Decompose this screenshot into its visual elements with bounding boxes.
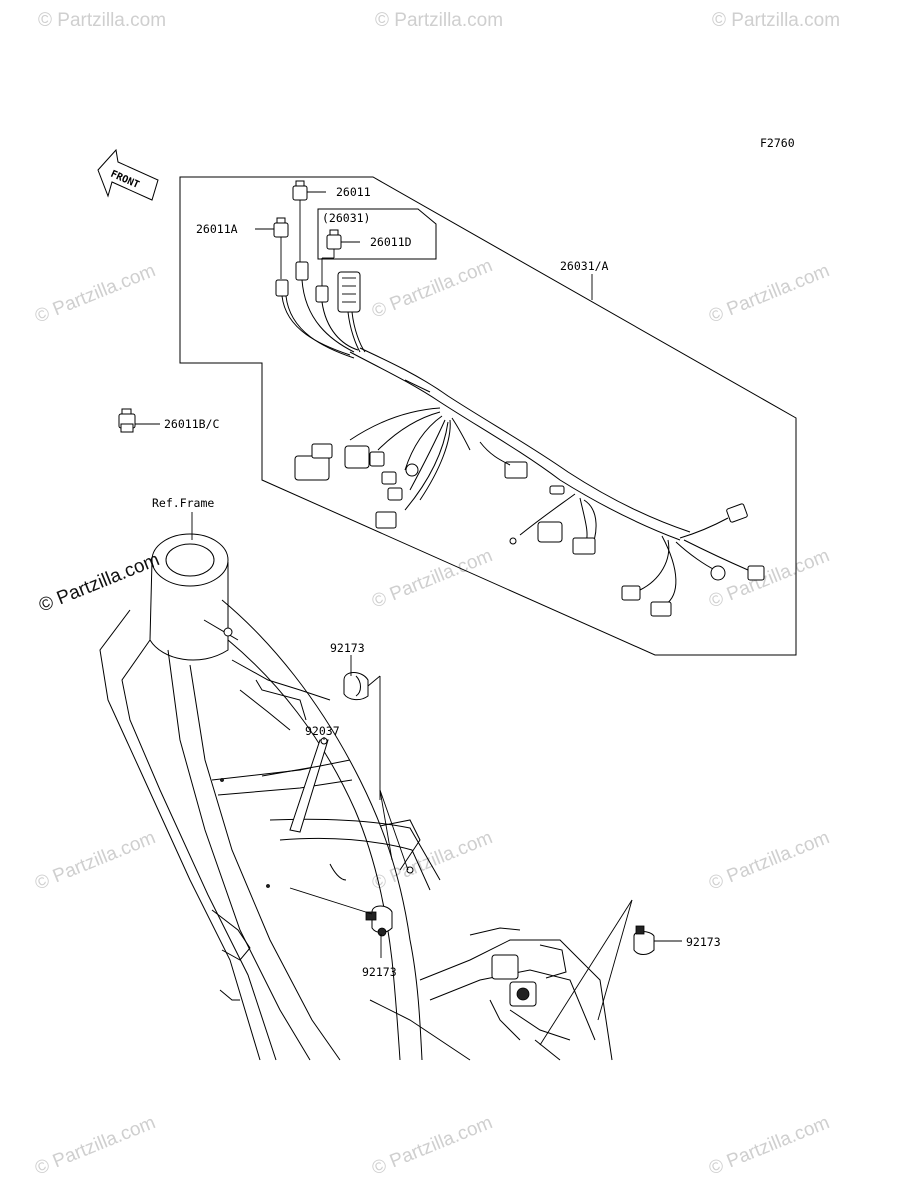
watermark-text: © Partzilla.com	[369, 1112, 496, 1179]
front-arrow-icon: FRONT	[97, 148, 159, 201]
motorcycle-frame	[99, 533, 613, 1061]
clamp-92173-top	[343, 655, 381, 800]
callout-26011BC: 26011B/C	[164, 417, 219, 431]
watermark-text: © Partzilla.com	[706, 1112, 833, 1179]
connector-26011A	[255, 217, 289, 279]
callout-26011: 26011	[336, 185, 371, 199]
watermark-text: © Partzilla.com	[706, 827, 833, 894]
callout-92037: 92037	[305, 724, 340, 738]
watermark-text-dark: © Partzilla.com	[36, 549, 163, 616]
figure-code: F2760	[760, 136, 795, 150]
leader-92173-top-a	[379, 789, 393, 861]
watermark-text: © Partzilla.com	[32, 1112, 159, 1179]
callout-26011D: 26011D	[370, 235, 412, 249]
connector-26011	[292, 180, 326, 262]
watermark-text: © Partzilla.com	[32, 827, 159, 894]
callout-26031-paren: (26031)	[322, 211, 370, 225]
watermark-text: © Partzilla.com	[706, 545, 833, 612]
sub-kit-outline	[317, 208, 437, 260]
wire-harness	[275, 261, 765, 617]
callout-26011A: 26011A	[196, 222, 238, 236]
harness-kit-outline	[179, 176, 797, 656]
watermark-text: © Partzilla.com	[712, 10, 840, 31]
watermark-text: © Partzilla.com	[38, 10, 166, 31]
ref-frame-label: Ref.Frame	[152, 496, 214, 510]
callout-92173-top: 92173	[330, 641, 365, 655]
clamp-92173-bottom	[266, 884, 393, 958]
callout-26031A: 26031/A	[560, 259, 609, 273]
leader-92173-top-b	[379, 789, 409, 871]
connector-26011BC	[118, 408, 160, 433]
watermark-text: © Partzilla.com	[32, 260, 159, 327]
watermark-text: © Partzilla.com	[375, 10, 503, 31]
watermark-text: © Partzilla.com	[706, 260, 833, 327]
callout-92173-bottom: 92173	[362, 965, 397, 979]
connector-26011D	[321, 229, 360, 286]
band-92037	[220, 737, 329, 833]
watermark-layer: © Partzilla.com © Partzilla.com © Partzi…	[32, 10, 840, 1180]
watermark-text: © Partzilla.com	[369, 255, 496, 322]
clamp-92173-right	[539, 899, 682, 1046]
callout-92173-right: 92173	[686, 935, 721, 949]
